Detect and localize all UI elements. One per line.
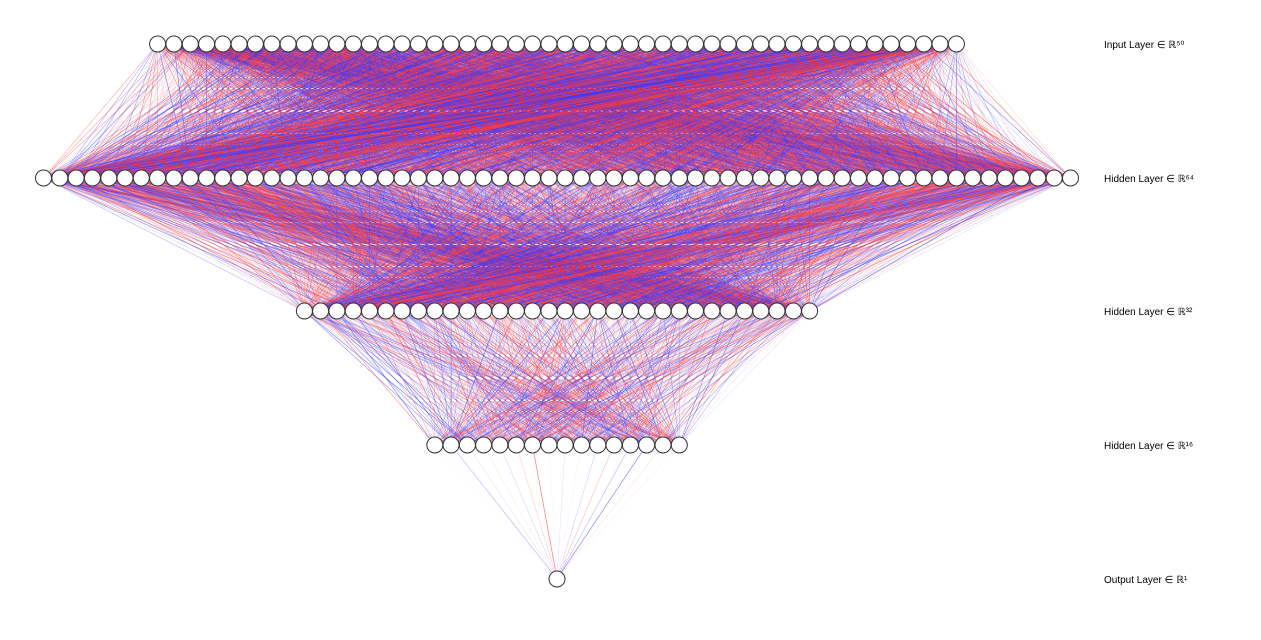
connection-edge [76, 43, 289, 179]
connection-edge [43, 43, 175, 179]
connection-edge [59, 43, 223, 179]
connection-edge [43, 43, 338, 179]
connection-edge [59, 43, 207, 179]
connection-edge [43, 43, 370, 179]
connection-edge [43, 43, 256, 179]
connection-edge [59, 43, 468, 179]
connection-edge [43, 43, 207, 179]
connection-edge [43, 43, 452, 179]
connection-edge [43, 43, 468, 179]
connection-edge [75, 43, 419, 179]
connection-edge [43, 43, 387, 179]
connection-edge [43, 43, 435, 179]
connection-edges [43, 43, 1071, 580]
connection-edge [92, 43, 272, 179]
connection-edge [43, 43, 305, 179]
connection-edge [76, 43, 354, 179]
connection-edge [157, 43, 273, 179]
connection-edge [59, 43, 435, 179]
connection-edge [75, 43, 370, 179]
connection-edge [43, 43, 158, 179]
connection-edge [124, 43, 240, 179]
connection-edge [59, 43, 158, 179]
connection-edge [76, 43, 452, 179]
connection-edge [43, 43, 191, 179]
connection-edge [59, 43, 273, 179]
connection-edge [59, 43, 191, 179]
connection-edge [59, 43, 240, 179]
connection-edge [59, 43, 370, 179]
connection-edge [43, 43, 354, 179]
connection-edge [59, 43, 175, 179]
connection-edge [43, 43, 321, 179]
connection-edge [43, 43, 240, 179]
connection-edge [43, 43, 223, 179]
connection-edge [43, 43, 289, 179]
connection-edge [43, 43, 403, 179]
connection-edge [108, 43, 321, 179]
connection-edge [59, 43, 305, 179]
connection-edge [43, 43, 419, 179]
connection-edge [43, 43, 272, 179]
